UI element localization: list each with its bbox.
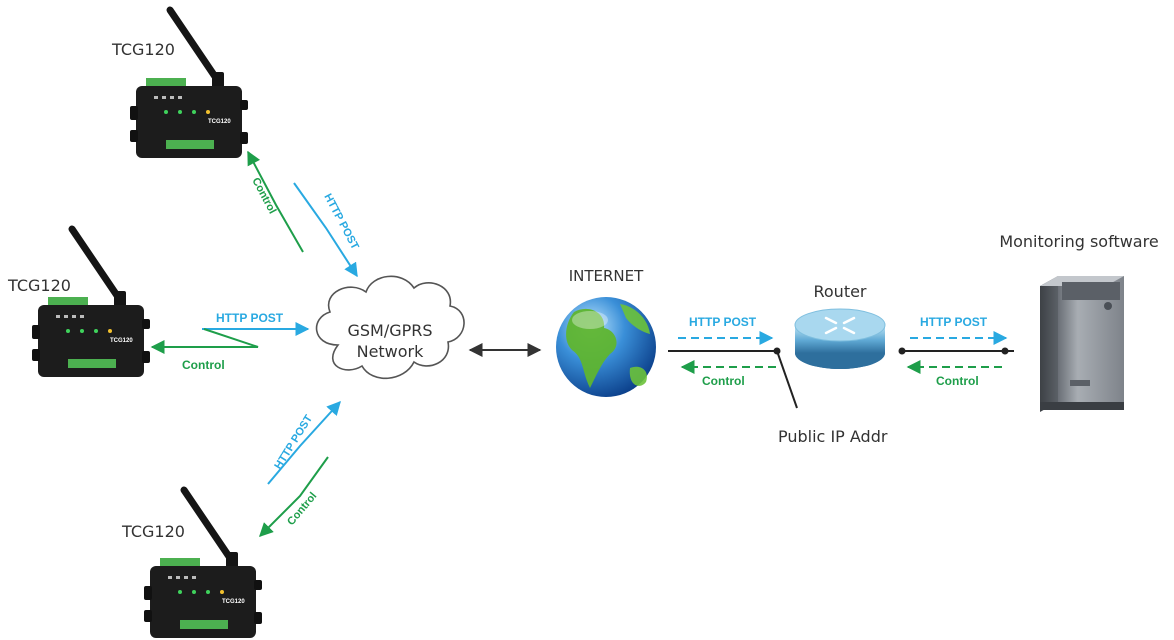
top-control-label: Control <box>249 176 278 216</box>
device-middle-face-label: TCG120 <box>110 338 133 344</box>
monitoring-server: Monitoring software <box>999 232 1159 412</box>
internet-router-http-post-label: HTTP POST <box>689 315 757 329</box>
top-http-post-arrow <box>293 182 358 278</box>
device-bottom: TCG120 TCG120 <box>121 490 262 638</box>
device-middle-label: TCG120 <box>7 276 71 295</box>
link-internet-router: HTTP POST Control <box>668 315 798 409</box>
top-http-post-label: HTTP POST <box>321 192 361 252</box>
internet-router-control-label: Control <box>702 374 745 388</box>
device-middle: TCG120 TCG120 <box>7 229 150 377</box>
device-bottom-face-label: TCG120 <box>222 599 245 605</box>
device-top-face-label: TCG120 <box>208 119 231 125</box>
internet-globe: INTERNET <box>556 267 656 397</box>
device-top-label: TCG120 <box>111 40 175 59</box>
gsm-gprs-cloud: GSM/GPRS Network <box>315 275 465 380</box>
top-control-arrow <box>247 150 304 253</box>
middle-http-post-label: HTTP POST <box>216 311 284 325</box>
link-middle: HTTP POST Control <box>150 311 310 372</box>
server-icon <box>1040 276 1124 412</box>
bottom-http-post-label: HTTP POST <box>272 413 315 472</box>
bottom-http-post-arrow <box>267 400 341 485</box>
cloud-label-line1: GSM/GPRS <box>347 321 432 340</box>
device-bottom-label: TCG120 <box>121 522 185 541</box>
router-server-http-post-label: HTTP POST <box>920 315 988 329</box>
router-server-control-label: Control <box>936 374 979 388</box>
public-ip-label: Public IP Addr <box>778 427 888 446</box>
internet-label: INTERNET <box>569 267 644 285</box>
cloud-label-line2: Network <box>357 342 425 361</box>
bottom-control-label: Control <box>285 490 319 528</box>
middle-control-label: Control <box>182 358 225 372</box>
link-top: HTTP POST Control <box>247 150 361 278</box>
router: Router <box>794 282 886 369</box>
link-router-server: HTTP POST Control <box>898 315 1014 388</box>
link-bottom: HTTP POST Control <box>259 400 341 537</box>
monitoring-label: Monitoring software <box>999 232 1158 251</box>
router-icon <box>824 316 856 335</box>
middle-control-arrow <box>150 328 259 354</box>
bottom-control-arrow <box>259 456 329 537</box>
device-top: TCG120 TCG120 <box>111 10 248 158</box>
router-label: Router <box>813 282 866 301</box>
